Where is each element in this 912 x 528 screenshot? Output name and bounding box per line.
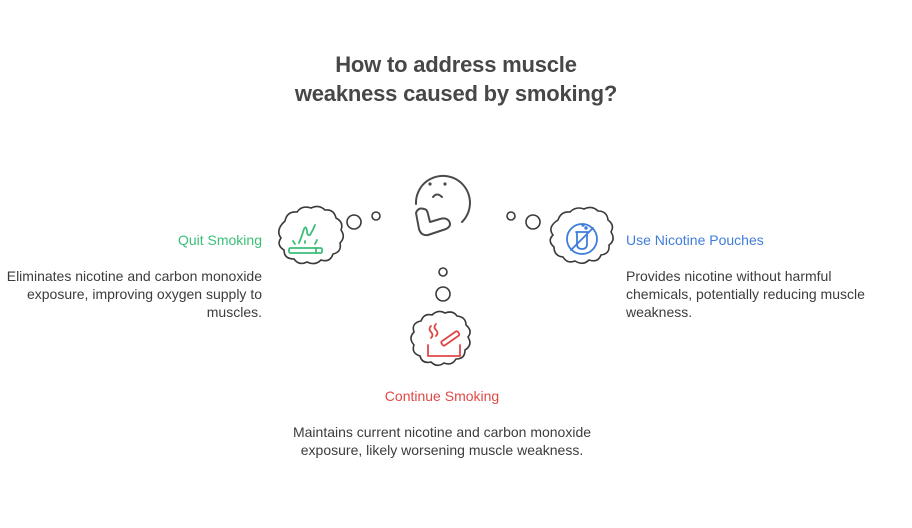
smoking-cigarette-icon (427, 323, 461, 357)
nicotine-pouches-cloud (506, 206, 614, 265)
thinking-face-icon (414, 174, 471, 237)
option-label-continue-smoking: Continue Smoking (384, 388, 500, 404)
quit-smoking-cloud (277, 205, 381, 265)
option-label-nicotine-pouches: Use Nicotine Pouches (626, 232, 764, 248)
continue-smoking-cloud (410, 267, 471, 367)
no-test-tube-icon (566, 223, 598, 255)
option-label-quit-smoking: Quit Smoking (177, 232, 262, 248)
diagram-title: How to address muscle weakness caused by… (294, 52, 618, 106)
option-description-continue-smoking: Maintains current nicotine and carbon mo… (292, 424, 592, 458)
option-description-nicotine-pouches: Provides nicotine without harmful chemic… (626, 268, 865, 320)
option-description-quit-smoking: Eliminates nicotine and carbon monoxide … (6, 268, 262, 320)
extinguished-cigarette-icon (288, 224, 323, 254)
